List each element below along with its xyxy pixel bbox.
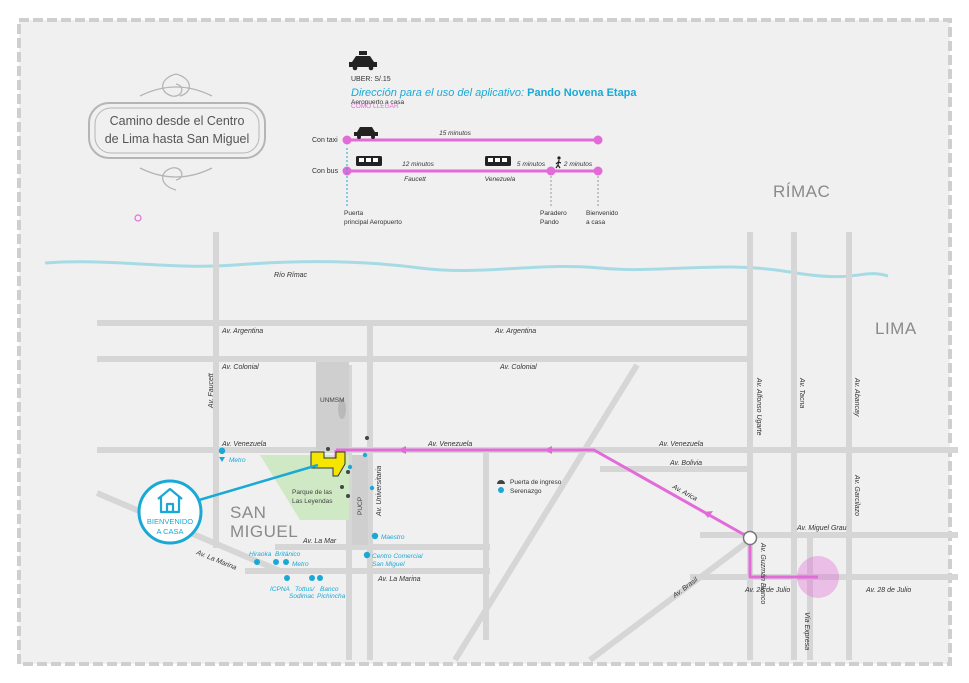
title-line-1: Camino desde el Centro: [110, 114, 245, 128]
svg-text:Av. Garcilazo: Av. Garcilazo: [853, 474, 860, 516]
stop-airport-2: principal Aeropuerto: [344, 219, 402, 226]
svg-text:Av. Venezuela: Av. Venezuela: [221, 441, 266, 448]
district-san-miguel-2: MIGUEL: [230, 522, 298, 541]
bus-icon: [485, 156, 511, 166]
destination-marker: [797, 556, 839, 598]
svg-text:Av. Venezuela: Av. Venezuela: [658, 441, 703, 448]
poi-metro-2: Metro: [292, 561, 309, 568]
walk-time: 2 minutos: [563, 161, 593, 168]
svg-text:Av. Colonial: Av. Colonial: [221, 364, 259, 371]
svg-text:San Miguel: San Miguel: [372, 561, 405, 568]
district-rimac: RÍMAC: [773, 182, 830, 201]
taxi-time: 15 minutos: [439, 130, 472, 137]
poi-banco-1: Banco: [320, 586, 339, 593]
stop-home-1: Bienvenido: [586, 210, 619, 217]
poi-maestro: Maestro: [371, 532, 405, 541]
poi-banco-2: Pichincha: [317, 593, 346, 600]
svg-text:Av. Alfonso Ugarte: Av. Alfonso Ugarte: [755, 377, 762, 436]
poi-cluster: [254, 559, 323, 581]
parque-las-leyendas: [260, 455, 349, 520]
how-to-link[interactable]: CÓMO LLEGAR: [351, 101, 399, 110]
serenazgo-markers: [347, 452, 375, 491]
unmsm-label: UNMSM: [320, 397, 345, 404]
svg-text:Av. 28 de Julio: Av. 28 de Julio: [865, 587, 911, 594]
svg-text:Av. La Mar: Av. La Mar: [302, 538, 337, 545]
serenazgo-icon: [498, 487, 504, 493]
svg-text:Av. Bolivia: Av. Bolivia: [669, 460, 702, 467]
poi-britanico: Británico: [275, 551, 301, 558]
uber-price: UBER: S/.15: [351, 76, 391, 83]
taxi-label: Con taxi: [312, 137, 338, 144]
legend-serenazgo: Serenazgo: [510, 488, 542, 495]
parque-label-1: Parque de las: [292, 489, 333, 496]
parque-label-2: Las Leyendas: [292, 498, 333, 505]
title-box: Camino desde el Centro de Lima hasta San…: [88, 73, 266, 191]
bus-time-1: 12 minutos: [402, 161, 435, 168]
direction-label: Dirección para el uso del aplicativo: Pa…: [351, 87, 637, 99]
river-rimac: [44, 260, 889, 279]
legend-gate: Puerta de ingreso: [510, 479, 562, 486]
home-badge[interactable]: BIENVENIDO A CASA: [137, 479, 203, 545]
svg-text:Av. Argentina: Av. Argentina: [494, 328, 536, 335]
home-marker: [310, 451, 346, 477]
stop-home-2: a casa: [586, 219, 606, 226]
svg-text:Av. Tacna: Av. Tacna: [798, 377, 805, 408]
svg-text:Metro: Metro: [229, 457, 246, 464]
gate-markers: [326, 436, 369, 498]
gate-icon: [497, 480, 505, 484]
map-legend: Puerta de ingreso Serenazgo: [497, 479, 562, 495]
svg-text:Centro Comercial: Centro Comercial: [372, 553, 423, 560]
svg-text:Av. 28 de Julio: Av. 28 de Julio: [744, 587, 790, 594]
title-line-2: de Lima hasta San Miguel: [105, 132, 250, 146]
unmsm-campus: [316, 362, 349, 450]
svg-text:Vía Expresa: Vía Expresa: [803, 612, 810, 650]
home-badge-line-1: BIENVENIDO: [147, 517, 193, 526]
bus-route-1: Faucett: [404, 176, 427, 183]
pucp-label: PUCP: [357, 497, 364, 515]
svg-text:Av. Faucett: Av. Faucett: [208, 372, 215, 409]
bus-route-2: Venezuela: [485, 176, 516, 183]
river-label: Río Rímac: [274, 272, 308, 279]
svg-text:Av. Miguel Grau: Av. Miguel Grau: [796, 525, 847, 532]
header-info: UBER: S/.15 Dirección para el uso del ap…: [349, 51, 637, 110]
svg-text:Maestro: Maestro: [381, 534, 405, 541]
roundabout: [742, 530, 758, 546]
stop-pando-2: Pando: [540, 219, 559, 226]
taxi-icon: [349, 51, 377, 71]
svg-text:Av. Argentina: Av. Argentina: [221, 328, 263, 335]
stop-airport-1: Puerta: [344, 210, 364, 217]
bus-icon: [356, 156, 382, 166]
district-lima: LIMA: [875, 319, 917, 338]
route-subtitle: Aeropuerto a casa: [351, 99, 405, 106]
bus-time-2: 5 minutos: [517, 161, 546, 168]
svg-text:Av. Abancay: Av. Abancay: [853, 377, 860, 417]
svg-text:Av. Universitaria: Av. Universitaria: [376, 466, 383, 517]
stop-pando-1: Paradero: [540, 210, 567, 217]
svg-text:Av. La Marina: Av. La Marina: [377, 576, 421, 583]
district-san-miguel-1: SAN: [230, 503, 266, 522]
svg-text:Av. Guzmán Blanco: Av. Guzmán Blanco: [759, 542, 766, 604]
route-arrows: [398, 446, 713, 518]
poi-tottus-2: Sodimac: [289, 593, 315, 600]
poi-tottus-1: Tottus/: [295, 586, 315, 593]
route-diagram: Con taxi Con bus 15 minutos 12 minutos 5…: [312, 127, 619, 226]
poi-hiraoka: Hiraoka: [249, 551, 272, 558]
home-badge-line-2: A CASA: [156, 527, 183, 536]
poi-cc-san-miguel: Centro Comercial San Miguel: [363, 551, 423, 568]
walk-icon: [555, 156, 562, 169]
bus-label: Con bus: [312, 168, 339, 175]
svg-text:Av. Colonial: Av. Colonial: [499, 364, 537, 371]
taxi-icon-small: [354, 127, 378, 139]
house-icon: [157, 487, 183, 514]
poi-icpna: ICPNA: [270, 586, 290, 593]
svg-text:Av. Venezuela: Av. Venezuela: [427, 441, 472, 448]
poi-metro: Metro: [218, 447, 246, 464]
